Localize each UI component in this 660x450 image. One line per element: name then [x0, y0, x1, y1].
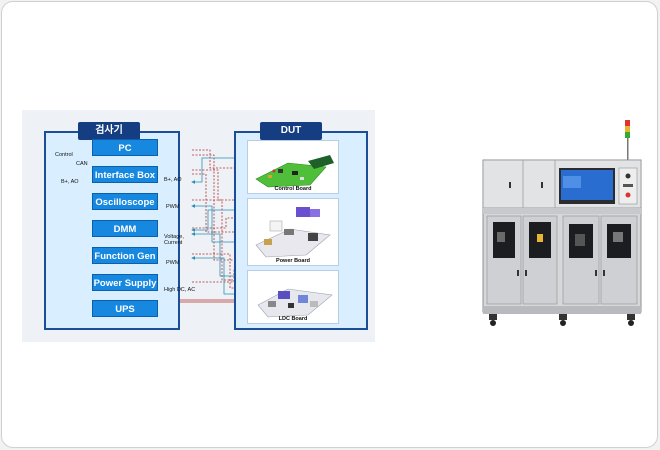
control-board-caption: Control Board	[274, 186, 312, 192]
ldc-board-image	[257, 288, 333, 318]
system-block-diagram: 검사기 PC Interface Box Oscilloscope DMM Fu…	[22, 110, 375, 342]
label-high-dc-ac: High DC, AC	[164, 287, 196, 293]
module-ups: UPS	[92, 300, 158, 317]
tester-title: 검사기	[78, 122, 140, 140]
module-power-supply: Power Supply	[92, 274, 158, 291]
label-voltage: Voltage,	[164, 234, 184, 240]
control-board-card: Control Board	[247, 140, 339, 194]
label-control: Control	[55, 152, 73, 158]
test-machine-photo	[482, 120, 642, 326]
module-interface-box: Interface Box	[92, 166, 158, 183]
module-dmm: DMM	[92, 220, 158, 237]
ldc-board-caption: LDC Board	[278, 316, 308, 322]
module-oscilloscope: Oscilloscope	[92, 193, 158, 210]
dut-title: DUT	[260, 122, 322, 140]
label-pwm-2: PWM	[166, 260, 180, 266]
power-board-card: Power Board	[247, 198, 339, 266]
label-current: Current	[164, 240, 183, 246]
ldc-board-card: LDC Board	[247, 270, 339, 324]
label-bplus-left: B+, AO	[61, 179, 79, 185]
module-function-gen: Function Gen	[92, 247, 158, 264]
module-pc: PC	[92, 139, 158, 156]
label-can: CAN	[76, 161, 88, 167]
label-bplus-right: B+, AO	[164, 177, 182, 183]
power-board-caption: Power Board	[276, 258, 310, 264]
control-board-image	[255, 155, 334, 188]
label-pwm-1: PWM	[166, 204, 180, 210]
power-board-image	[255, 207, 331, 258]
